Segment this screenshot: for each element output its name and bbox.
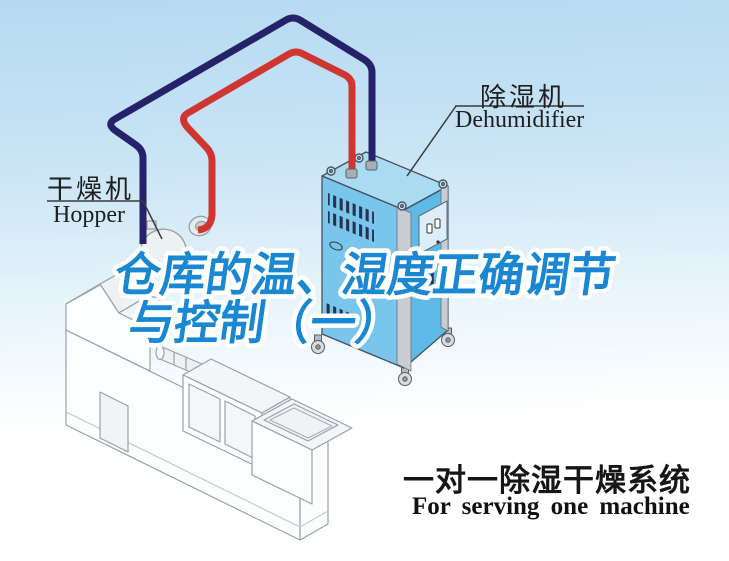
caption-en: For serving one machine (412, 493, 690, 520)
title-line-1: 仓库的温、湿度正确调节 (111, 248, 619, 303)
control-panel (418, 200, 448, 255)
pipe-fitting (365, 160, 378, 171)
hopper-body (139, 228, 188, 275)
label-leader-lines (47, 105, 584, 240)
corner-trim (396, 206, 412, 372)
lifting-eyelets (326, 153, 448, 211)
cabinet-door (99, 391, 129, 453)
dry-air-supply-pipe (180, 48, 356, 234)
caption-zh: 一对一除湿干燥系统 (403, 463, 691, 498)
title-line-2: 与控制（一） (125, 296, 405, 351)
vent-louvers (326, 193, 444, 329)
caster-wheel (311, 327, 455, 386)
main-title: 仓库的温、湿度正确调节 与控制（一） (107, 244, 624, 356)
pipe-fitting (345, 168, 358, 179)
dehumidifier-label-zh: 除湿机 (480, 82, 568, 112)
dehumidifier-label-en: Dehumidifier (455, 107, 585, 133)
clamp-window-pane (188, 383, 221, 443)
tank-box-front (251, 420, 313, 505)
handle-slot (329, 241, 343, 251)
dryer-label-en: Hopper (53, 202, 125, 228)
dryer-label-zh: 干燥机 (47, 174, 135, 204)
return-air-pipe (107, 14, 376, 244)
molding-machine (65, 268, 353, 541)
